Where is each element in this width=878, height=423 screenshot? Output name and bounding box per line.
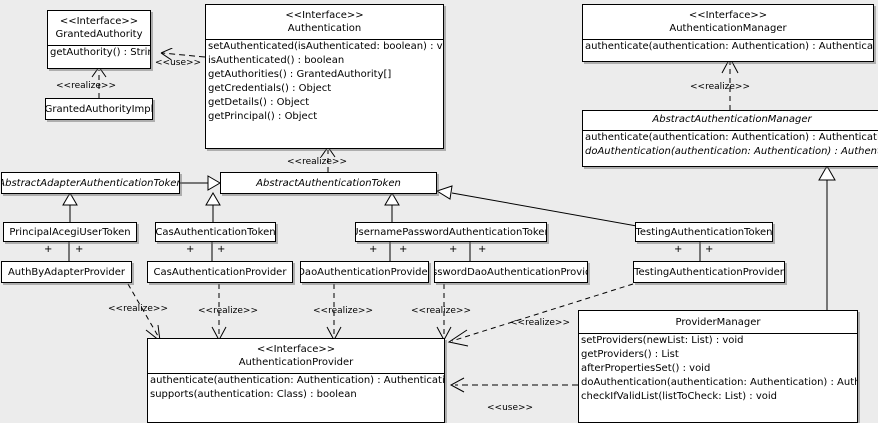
- class-name: AuthenticationProvider: [238, 357, 354, 368]
- operation: afterPropertiesSet() : void: [581, 363, 711, 374]
- class-name: CasAuthenticationToken: [155, 226, 276, 238]
- class-principal-acegi-user-token[interactable]: PrincipalAcegiUserToken: [3, 222, 137, 242]
- class-name: CasAuthenticationProvider: [153, 266, 287, 278]
- multiplicity-plus: +: [44, 244, 53, 255]
- class-testing-authentication-token[interactable]: TestingAuthenticationToken: [635, 222, 773, 242]
- class-provider-manager[interactable]: ProviderManager setProviders(newList: Li…: [578, 310, 858, 423]
- operations-compartment: getAuthority() : String: [48, 45, 150, 60]
- operations-compartment: authenticate(authentication: Authenticat…: [583, 39, 873, 54]
- class-name: TestingAuthenticationToken: [635, 226, 773, 238]
- class-name: ProviderManager: [675, 317, 761, 328]
- edge-label-use-granted-authority: <<use>>: [155, 58, 202, 68]
- stereotype-label: <<Interface>>: [256, 344, 336, 355]
- class-authentication[interactable]: <<Interface>> Authentication setAuthenti…: [205, 4, 444, 149]
- class-cas-authentication-provider[interactable]: CasAuthenticationProvider: [147, 261, 293, 283]
- operations-compartment: setProviders(newList: List) : void getPr…: [579, 333, 857, 404]
- class-header: ProviderManager: [579, 311, 857, 333]
- class-auth-by-adapter-provider[interactable]: AuthByAdapterProvider: [1, 261, 132, 283]
- multiplicity-plus: +: [217, 244, 226, 255]
- edge-label-realize-password-dao-provider: <<realize>>: [411, 306, 471, 316]
- edge-label-realize-abstract-auth-token: <<realize>>: [287, 157, 347, 167]
- class-name: AuthenticationManager: [669, 23, 787, 34]
- class-name: AbstractAuthenticationManager: [652, 114, 812, 125]
- class-name: GrantedAuthorityImpl: [45, 103, 153, 115]
- class-authentication-manager[interactable]: <<Interface>> AuthenticationManager auth…: [582, 4, 874, 62]
- class-authentication-provider[interactable]: <<Interface>> AuthenticationProvider aut…: [147, 338, 445, 423]
- class-name: AbstractAdapterAuthenticationToken: [1, 177, 180, 189]
- operation: getPrincipal() : Object: [208, 111, 318, 122]
- stereotype-label: <<Interface>>: [59, 16, 139, 27]
- class-name: TestingAuthenticationProvider: [634, 266, 784, 278]
- class-name: DaoAuthenticationProvider: [300, 266, 429, 278]
- operations-compartment: authenticate(authentication: Authenticat…: [148, 373, 444, 402]
- edge-label-use-provider-manager: <<use>>: [487, 403, 534, 413]
- operation: getCredentials() : Object: [208, 83, 332, 94]
- operation: getProviders() : List: [581, 349, 679, 360]
- operation: authenticate(authentication: Authenticat…: [585, 132, 878, 143]
- class-name: AuthByAdapterProvider: [7, 266, 126, 278]
- operation: authenticate(authentication: Authenticat…: [150, 375, 444, 386]
- class-abstract-adapter-authentication-token[interactable]: AbstractAdapterAuthenticationToken: [1, 172, 180, 194]
- operation: doAuthentication(authentication: Authent…: [585, 146, 878, 157]
- operation: supports(authentication: Class) : boolea…: [150, 389, 357, 400]
- stereotype-label: <<Interface>>: [688, 10, 768, 21]
- multiplicity-plus: +: [399, 244, 408, 255]
- class-header: <<Interface>> Authentication: [206, 5, 443, 39]
- class-name: PrincipalAcegiUserToken: [9, 226, 131, 238]
- class-granted-authority-impl[interactable]: GrantedAuthorityImpl: [45, 98, 153, 120]
- class-cas-authentication-token[interactable]: CasAuthenticationToken: [155, 222, 276, 242]
- stereotype-label: <<Interface>>: [285, 10, 364, 21]
- multiplicity-plus: +: [75, 244, 84, 255]
- edge-label-realize-cas-provider: <<realize>>: [198, 306, 258, 316]
- class-name: PasswordDaoAuthenticationProvider: [435, 266, 587, 278]
- multiplicity-plus: +: [674, 244, 683, 255]
- edge-label-realize-provider-manager: <<realize>>: [510, 318, 570, 328]
- class-password-dao-authentication-provider[interactable]: PasswordDaoAuthenticationProvider: [434, 261, 588, 283]
- multiplicity-plus: +: [478, 244, 487, 255]
- class-dao-authentication-provider[interactable]: DaoAuthenticationProvider: [300, 261, 429, 283]
- edge-label-realize-auth-by-adapter: <<realize>>: [108, 304, 168, 314]
- operation: setAuthenticated(isAuthenticated: boolea…: [208, 41, 443, 52]
- operation: isAuthenticated() : boolean: [208, 55, 345, 66]
- operation: checkIfValidList(listToCheck: List) : vo…: [581, 391, 778, 402]
- edge-label-realize-dao-provider: <<realize>>: [313, 306, 373, 316]
- operation: doAuthentication(authentication: Authent…: [581, 377, 857, 388]
- multiplicity-plus: +: [705, 244, 714, 255]
- operations-compartment: authenticate(authentication: Authenticat…: [583, 130, 878, 159]
- class-name: UsernamePasswordAuthenticationToken: [355, 226, 547, 238]
- class-name: Authentication: [287, 23, 362, 34]
- operation: getAuthorities() : GrantedAuthority[]: [208, 69, 392, 80]
- edge-label-realize-granted-authority-impl: <<realize>>: [56, 81, 116, 91]
- operation: authenticate(authentication: Authenticat…: [585, 41, 873, 52]
- operations-compartment: setAuthenticated(isAuthenticated: boolea…: [206, 39, 443, 124]
- class-username-password-authentication-token[interactable]: UsernamePasswordAuthenticationToken: [355, 222, 547, 242]
- class-name: GrantedAuthority: [55, 29, 143, 40]
- class-header: <<Interface>> GrantedAuthority: [48, 11, 150, 45]
- multiplicity-plus: +: [369, 244, 378, 255]
- multiplicity-plus: +: [186, 244, 195, 255]
- class-header: <<Interface>> AuthenticationProvider: [148, 339, 444, 373]
- class-header: AbstractAuthenticationManager: [583, 111, 878, 130]
- operation: setProviders(newList: List) : void: [581, 335, 744, 346]
- edge-label-realize-abstract-auth-manager: <<realize>>: [690, 82, 750, 92]
- multiplicity-plus: +: [449, 244, 458, 255]
- class-name: AbstractAuthenticationToken: [256, 177, 401, 189]
- class-header: <<Interface>> AuthenticationManager: [583, 5, 873, 39]
- operation: getAuthority() : String: [50, 47, 150, 58]
- class-abstract-authentication-token[interactable]: AbstractAuthenticationToken: [220, 172, 437, 194]
- operation: getDetails() : Object: [208, 97, 310, 108]
- class-abstract-authentication-manager[interactable]: AbstractAuthenticationManager authentica…: [582, 110, 878, 167]
- class-granted-authority[interactable]: <<Interface>> GrantedAuthority getAuthor…: [47, 10, 151, 69]
- class-testing-authentication-provider[interactable]: TestingAuthenticationProvider: [633, 261, 785, 283]
